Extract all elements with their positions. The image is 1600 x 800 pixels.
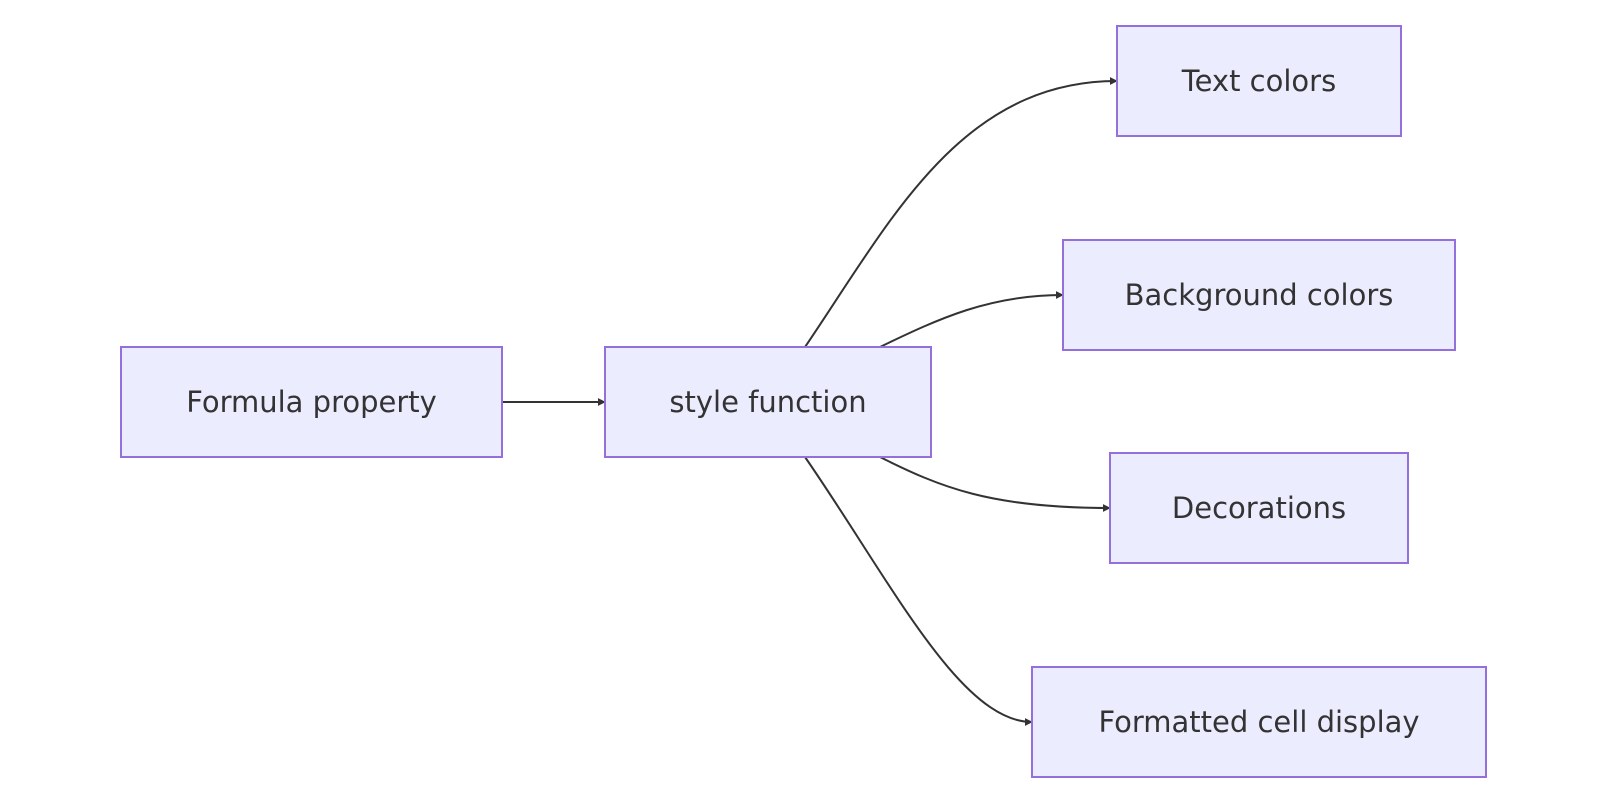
node-formatted-cell-display[interactable]: Formatted cell display (1031, 666, 1487, 778)
node-style-function-label: style function (669, 385, 866, 419)
edge-style-to-formatted-cell-display (804, 456, 1033, 726)
node-background-colors[interactable]: Background colors (1062, 239, 1456, 351)
edge-style-to-background-colors (879, 291, 1064, 348)
node-formula-property-label: Formula property (186, 385, 437, 419)
node-formatted-cell-display-label: Formatted cell display (1098, 705, 1419, 739)
node-formula-property[interactable]: Formula property (120, 346, 503, 458)
edge-style-to-decorations (879, 456, 1111, 512)
node-decorations-label: Decorations (1172, 491, 1346, 525)
node-text-colors[interactable]: Text colors (1116, 25, 1402, 137)
edge-style-to-text-colors (804, 77, 1118, 348)
node-background-colors-label: Background colors (1125, 278, 1394, 312)
node-decorations[interactable]: Decorations (1109, 452, 1409, 564)
node-style-function[interactable]: style function (604, 346, 932, 458)
node-text-colors-label: Text colors (1181, 64, 1336, 98)
